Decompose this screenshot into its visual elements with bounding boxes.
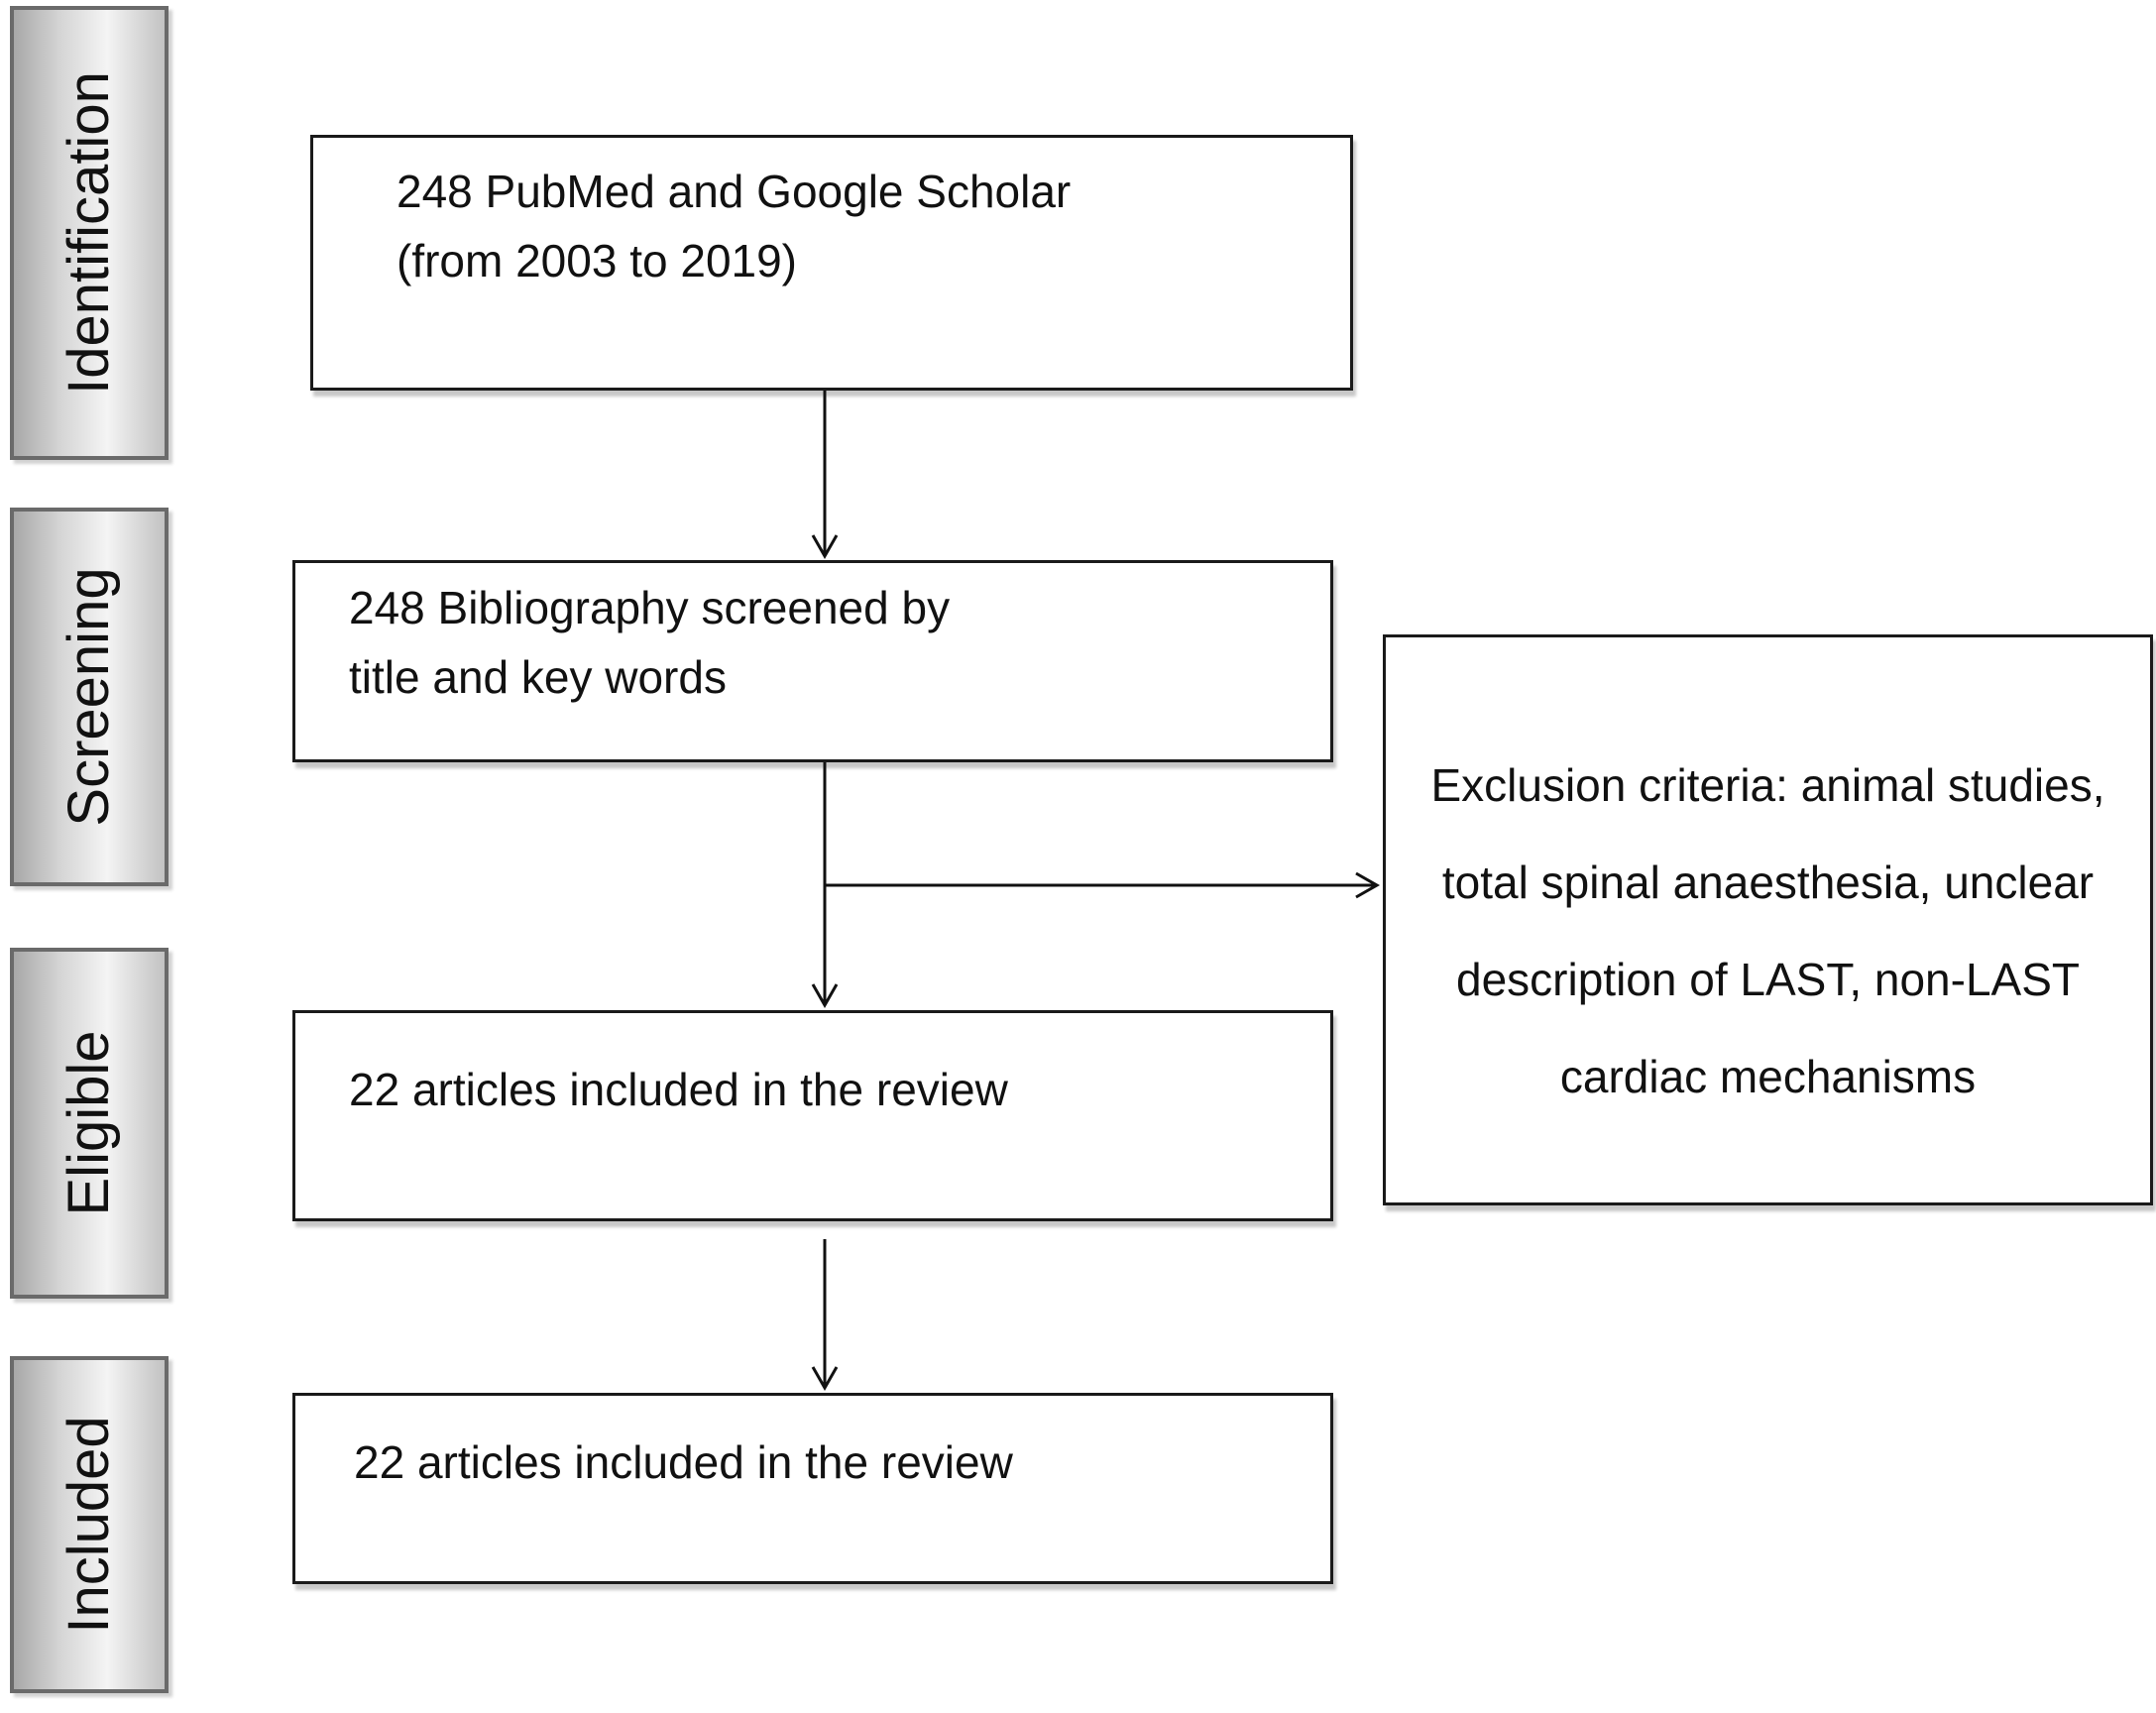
screening-box: [292, 560, 1333, 762]
arrowhead: [811, 983, 839, 1009]
exclusion-box-text: Exclusion criteria: animal studies, tota…: [1386, 737, 2150, 1125]
identification-line: 248 PubMed and Google Scholar: [397, 166, 1072, 217]
exclusion-line: total spinal anaesthesia, unclear: [1441, 856, 2095, 908]
exclusion-line: Exclusion criteria: animal studies,: [1430, 759, 2105, 811]
stage-eligible: Eligible: [10, 948, 169, 1299]
stage-screening: Screening: [10, 508, 169, 886]
arrowhead: [811, 534, 839, 560]
screening-line: title and key words: [349, 651, 727, 703]
included-line: 22 articles included in the review: [354, 1436, 1013, 1488]
eligible-box: [292, 1010, 1333, 1221]
included-box: [292, 1393, 1333, 1584]
eligible-line: 22 articles included in the review: [349, 1064, 1008, 1115]
stage-included: Included: [10, 1356, 169, 1693]
exclusion-box: Exclusion criteria: animal studies, tota…: [1383, 634, 2153, 1205]
exclusion-line: cardiac mechanisms: [1559, 1051, 1977, 1102]
identification-box: [310, 135, 1353, 391]
arrowhead: [1355, 871, 1381, 899]
stage-identification: Identification: [10, 6, 169, 460]
exclusion-line: description of LAST, non-LAST: [1456, 954, 2080, 1005]
screening-line: 248 Bibliography screened by: [349, 582, 951, 633]
identification-line: (from 2003 to 2019): [397, 235, 798, 286]
arrowhead: [811, 1366, 839, 1392]
